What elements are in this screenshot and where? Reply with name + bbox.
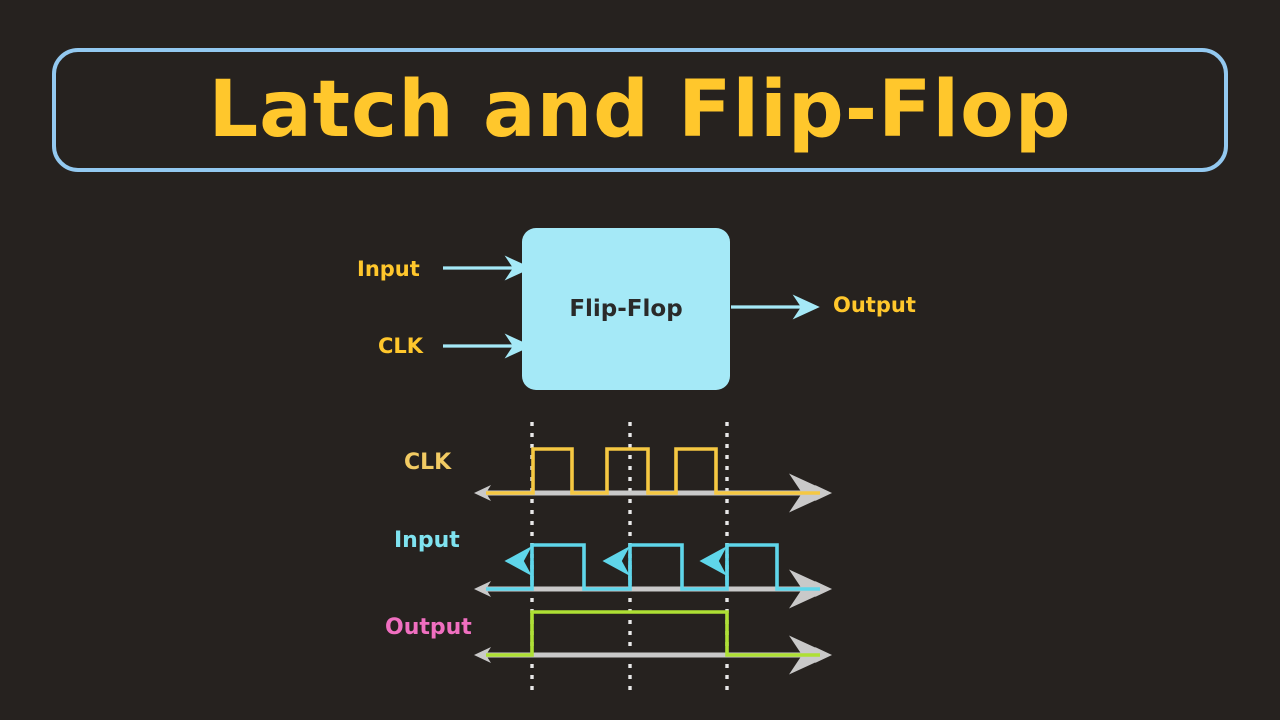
- waveform-axis-arrow-right-clk: [815, 485, 832, 501]
- waveform-output: [486, 610, 820, 657]
- waveform-axis-arrow-right-output: [815, 647, 832, 663]
- waveform-axis-arrow-left-output: [474, 647, 491, 663]
- waveform-label-input: Input: [394, 528, 460, 553]
- block-input-label: Input: [357, 257, 420, 281]
- page-title: Latch and Flip-Flop: [208, 65, 1072, 155]
- waveform-axis-arrow-left-clk: [474, 485, 491, 501]
- title-banner: Latch and Flip-Flop: [52, 48, 1228, 172]
- flip-flop-block: Flip-Flop: [522, 228, 730, 390]
- flip-flop-block-label: Flip-Flop: [569, 296, 683, 322]
- block-output-label: Output: [833, 293, 916, 317]
- waveform-axis-arrow-left-input: [474, 581, 491, 597]
- waveform-input: [486, 543, 820, 591]
- waveform-axis-arrow-right-input: [815, 581, 832, 597]
- waveform-clk: [486, 447, 820, 495]
- block-clk-label: CLK: [378, 334, 424, 358]
- waveform-label-output: Output: [385, 615, 472, 640]
- waveform-label-clk: CLK: [404, 450, 452, 475]
